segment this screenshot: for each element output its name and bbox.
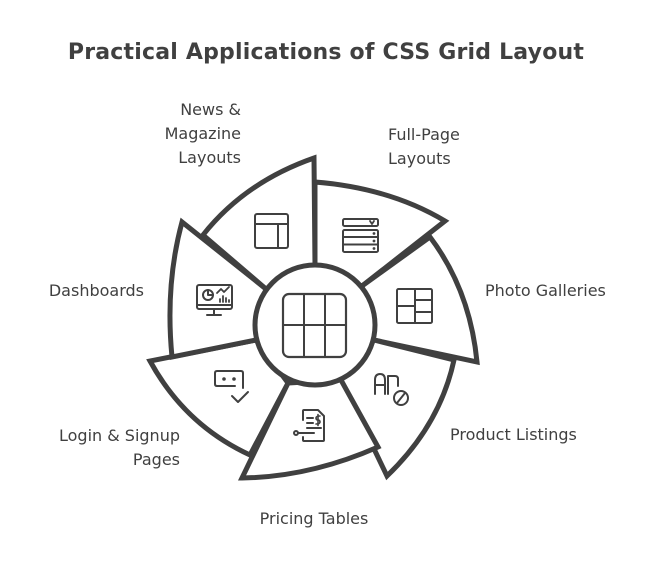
diagram-title: Practical Applications of CSS Grid Layou… bbox=[67, 40, 585, 65]
monitor-chart-icon bbox=[196, 284, 233, 316]
label-full-page: Full-Page Layouts bbox=[388, 125, 460, 168]
label-login-signup: Login & Signup Pages bbox=[58, 426, 180, 469]
segment-login-signup bbox=[146, 337, 291, 459]
product-badge-icon bbox=[374, 373, 409, 406]
label-pricing-tables: Pricing Tables bbox=[259, 509, 369, 528]
label-dashboards: Dashboards bbox=[48, 281, 144, 300]
label-news-magazine: News & Magazine Layouts bbox=[164, 100, 241, 167]
stacked-rows-dropdown-icon bbox=[342, 218, 379, 253]
grid-layout-icon bbox=[281, 292, 348, 359]
password-check-icon bbox=[214, 370, 249, 403]
segment-full-page bbox=[312, 179, 450, 289]
price-document-icon bbox=[293, 409, 325, 442]
label-photo-galleries: Photo Galleries bbox=[485, 281, 606, 300]
segment-dashboards bbox=[167, 217, 269, 361]
segment-product-listings bbox=[338, 337, 457, 481]
label-product-listings: Product Listings bbox=[450, 425, 577, 444]
gallery-grid-icon bbox=[396, 288, 433, 324]
magazine-layout-icon bbox=[254, 213, 289, 249]
